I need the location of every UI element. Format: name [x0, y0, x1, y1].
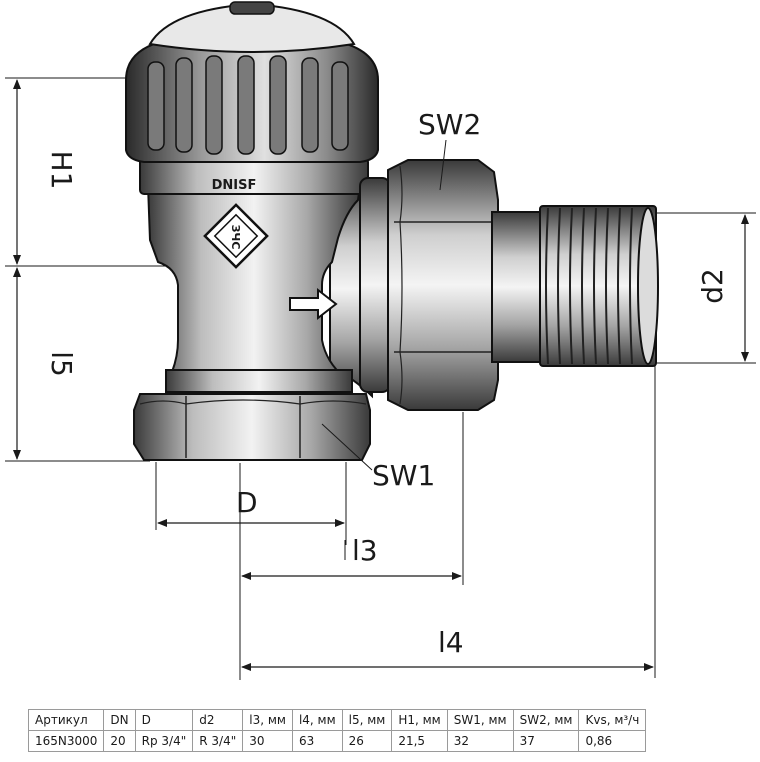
label-d: D: [236, 486, 258, 519]
table-cell: R 3/4": [192, 730, 244, 752]
label-sw1: SW1: [372, 459, 435, 492]
brand-logo-icon: ЗЧС: [203, 203, 269, 269]
valve-body: ЗЧС DNISF: [133, 157, 374, 461]
leader-lines: [321, 139, 447, 471]
flow-arrow-icon: [289, 287, 338, 321]
table-cell: 26: [341, 730, 393, 752]
valve-drawing: ЗЧС DNISF: [5, 1, 756, 680]
union-assembly: [359, 159, 659, 411]
dimension-lines: [13, 79, 749, 671]
table-cell: 20: [103, 730, 136, 752]
table-cell: 63: [291, 730, 343, 752]
extension-lines: [5, 77, 756, 680]
table-cell: 0,86: [578, 730, 647, 752]
dimension-labels: H1 l5 d2 SW2 SW1 D l3 l4: [45, 108, 729, 659]
table-header-cell: SW1, мм: [446, 709, 514, 731]
table-header-row: Артикул DN D d2 l3, мм l4, мм l5, мм H1,…: [27, 709, 647, 731]
table-cell: Rp 3/4": [134, 730, 194, 752]
label-l4: l4: [438, 626, 464, 659]
valve-cap: [125, 1, 379, 163]
table-header-cell: SW2, мм: [512, 709, 580, 731]
table-header-cell: D: [134, 709, 194, 731]
table-header-cell: DN: [103, 709, 136, 731]
table-header-cell: l4, мм: [291, 709, 343, 731]
table-row: 165N3000 20 Rp 3/4" R 3/4" 30 63 26 21,5…: [27, 730, 647, 752]
table-cell: 165N3000: [27, 730, 105, 752]
label-h1: H1: [45, 151, 78, 190]
brand-logo-text: ЗЧС: [229, 225, 242, 250]
table-header-cell: H1, мм: [391, 709, 448, 731]
table-cell: 37: [512, 730, 580, 752]
table-header-cell: Артикул: [27, 709, 105, 731]
table-cell: 32: [446, 730, 514, 752]
label-l5: l5: [45, 351, 78, 377]
spec-table: Артикул DN D d2 l3, мм l4, мм l5, мм H1,…: [27, 709, 647, 752]
table-header-cell: d2: [192, 709, 244, 731]
table-header-cell: l5, мм: [341, 709, 393, 731]
table-header-cell: l3, мм: [242, 709, 293, 731]
label-d2: d2: [696, 268, 729, 304]
label-sw2: SW2: [418, 108, 481, 141]
table-cell: 30: [242, 730, 293, 752]
brand-text: DNISF: [212, 178, 257, 193]
table-cell: 21,5: [391, 730, 448, 752]
table-header-cell: Kvs, м³/ч: [578, 709, 647, 731]
label-l3: l3: [352, 534, 378, 567]
